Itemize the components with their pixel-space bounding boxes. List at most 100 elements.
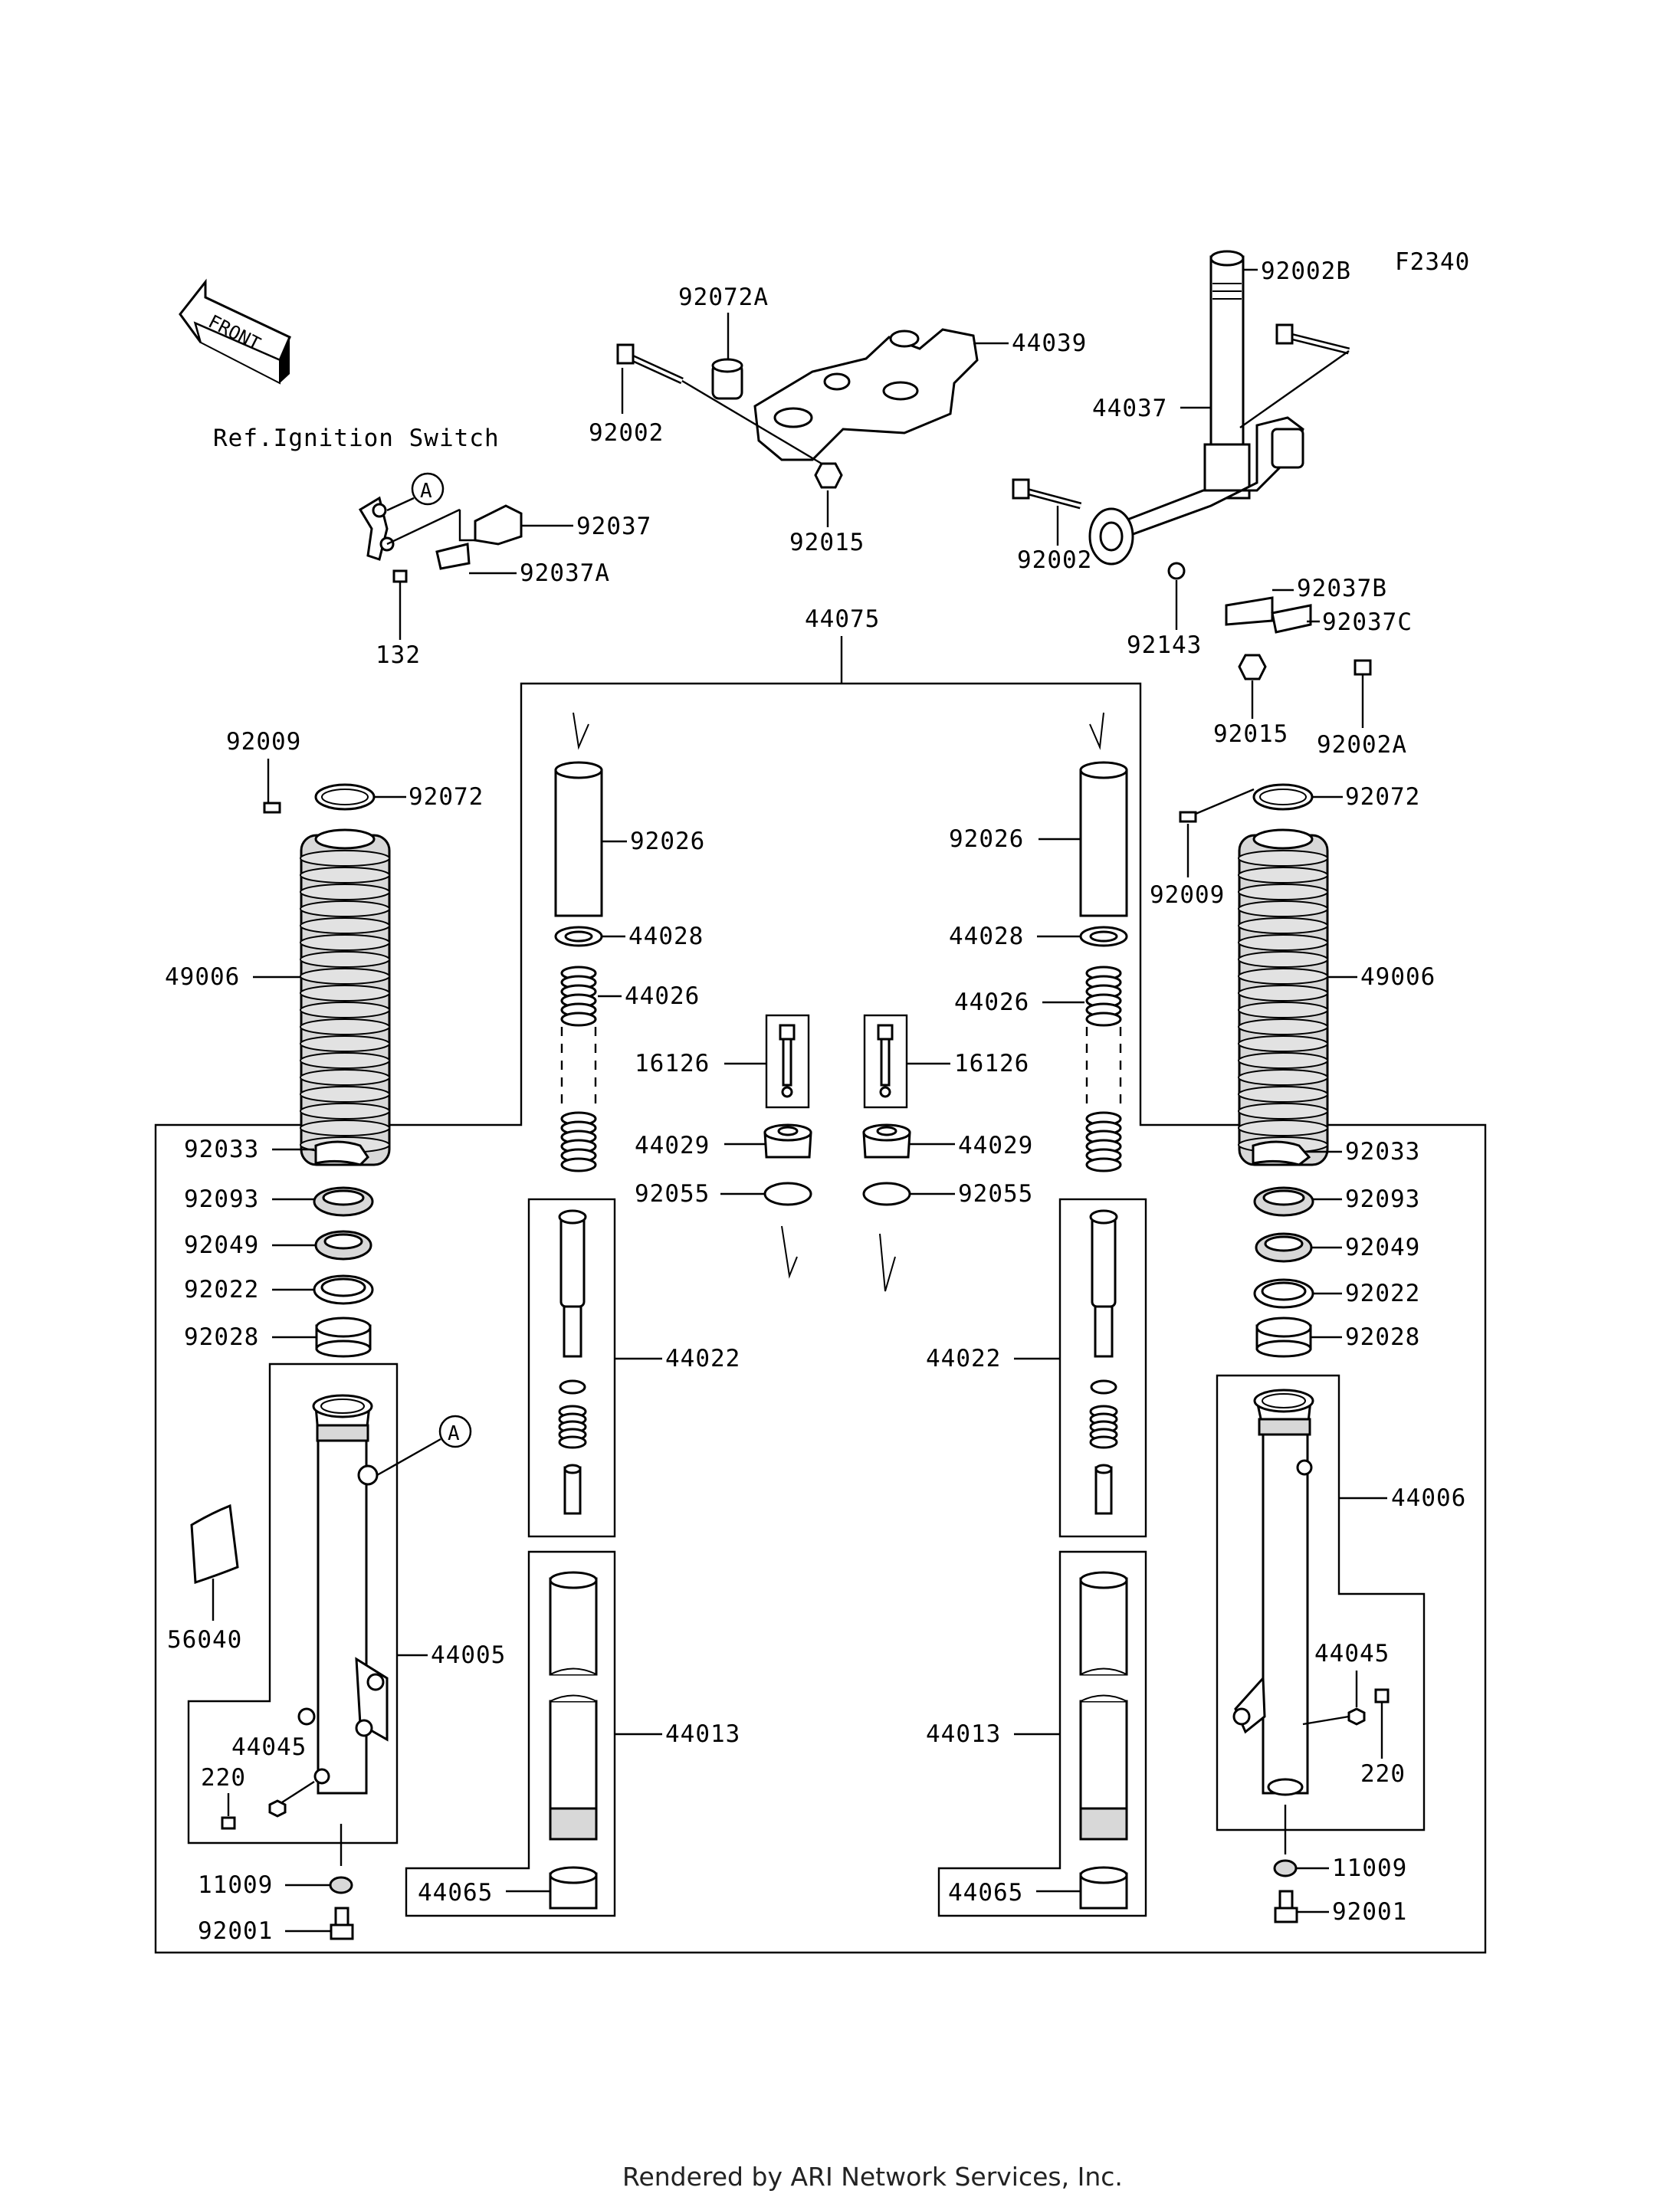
upper-bracket — [711, 328, 979, 461]
label-92009-right: 92009 — [1150, 881, 1225, 909]
cylinder-44022-left — [558, 1209, 587, 1515]
seal-92049-right — [1255, 1232, 1313, 1263]
label-132: 132 — [376, 641, 421, 669]
a-ref-bottom-icon: A — [438, 1415, 472, 1448]
label-92001-right: 92001 — [1332, 1898, 1407, 1926]
label-44065-right: 44065 — [948, 1879, 1023, 1907]
label-44006: 44006 — [1391, 1484, 1466, 1512]
label-92072-left: 92072 — [409, 783, 484, 811]
box-44022-right — [1058, 1198, 1147, 1538]
label-92055-left: 92055 — [635, 1180, 710, 1208]
boot-49006-left — [300, 828, 391, 1166]
box-44006 — [1216, 1374, 1426, 1831]
seal-92093-left — [313, 1186, 374, 1217]
clamp-92037B — [1225, 596, 1274, 626]
washer-92022-right — [1253, 1278, 1314, 1309]
spring-small-right — [1089, 1405, 1118, 1449]
label-44028-left: 44028 — [628, 923, 704, 950]
spring-small-left — [558, 1405, 587, 1449]
pipe-92026-left — [554, 761, 603, 917]
pipe-92026-right — [1079, 761, 1128, 917]
label-92002-right: 92002 — [1017, 546, 1092, 574]
label-44045-left: 44045 — [231, 1733, 307, 1761]
box-44005 — [187, 1362, 399, 1844]
washer-11009-right — [1273, 1859, 1298, 1877]
label-92093-right: 92093 — [1345, 1185, 1420, 1213]
label-11009-right: 11009 — [1332, 1854, 1407, 1882]
box-44022-left — [527, 1198, 616, 1538]
label-44026-left: 44026 — [625, 982, 700, 1010]
label-11009-left: 11009 — [198, 1871, 273, 1899]
label-92037A: 92037A — [520, 559, 610, 587]
valve-16126-right — [863, 1014, 908, 1109]
clamp-92037C — [1271, 604, 1312, 634]
label-56040: 56040 — [167, 1626, 242, 1654]
label-44029-left: 44029 — [635, 1132, 710, 1159]
label-44037: 44037 — [1092, 395, 1167, 422]
label-44029-right: 44029 — [958, 1132, 1033, 1159]
label-44026-right: 44026 — [954, 989, 1029, 1016]
bolt-220-right — [1374, 1688, 1390, 1703]
label-92037C: 92037C — [1322, 608, 1413, 636]
label-92015-top: 92015 — [789, 529, 865, 556]
bushing-92028-left — [315, 1317, 372, 1358]
bolt-92002-top — [616, 343, 684, 385]
label-92072-right: 92072 — [1345, 783, 1420, 811]
oring-92055-right — [862, 1182, 911, 1206]
label-92009-left: 92009 — [226, 728, 301, 756]
cap-44029-right — [862, 1123, 911, 1159]
bolt-92002-right — [1012, 478, 1082, 510]
outer-tube-44005 — [297, 1394, 389, 1795]
washer-44028-left — [554, 926, 603, 947]
bolt-92002A — [1354, 659, 1372, 676]
label-44028-right: 44028 — [949, 923, 1024, 950]
valve-16126-left — [765, 1014, 810, 1109]
cylinder-44022-right — [1089, 1209, 1118, 1515]
label-44039: 44039 — [1012, 330, 1087, 357]
bolt-92001-right — [1274, 1890, 1298, 1923]
ref-note: Ref.Ignition Switch — [213, 425, 500, 452]
label-44013-right: 44013 — [926, 1720, 1001, 1748]
footer-text: Rendered by ARI Network Services, Inc. — [622, 2162, 1123, 2192]
label-92049-right: 92049 — [1345, 1234, 1420, 1261]
bolt-92002B — [1275, 323, 1350, 355]
figure-code: F2340 — [1395, 248, 1470, 276]
box-44013-left — [405, 1550, 616, 1917]
label-92093-left: 92093 — [184, 1185, 259, 1213]
label-92055-right: 92055 — [958, 1180, 1033, 1208]
bolt-92001-left — [330, 1907, 354, 1940]
label-plate-56040 — [190, 1503, 239, 1585]
cap-44029-left — [763, 1123, 812, 1159]
washer-92143 — [1167, 562, 1186, 580]
label-92033-left: 92033 — [184, 1136, 259, 1163]
screw-92009-right — [1179, 811, 1197, 823]
outer-tube-44006 — [1232, 1389, 1314, 1796]
label-92026-left: 92026 — [630, 828, 705, 855]
tube-44013-left — [549, 1571, 598, 1841]
a-ref-top-icon: A — [411, 472, 445, 506]
seal-92093-right — [1253, 1186, 1314, 1217]
collar-44065-right — [1079, 1866, 1128, 1910]
oring-92055-left — [763, 1182, 812, 1206]
label-44022-right: 44022 — [926, 1345, 1001, 1372]
label-92002B: 92002B — [1261, 257, 1351, 285]
label-92002-top: 92002 — [589, 419, 664, 447]
a-ref-top-letter: A — [420, 480, 433, 503]
label-49006-right: 49006 — [1360, 963, 1436, 991]
washer-11009-left — [329, 1876, 353, 1894]
boot-49006-right — [1238, 828, 1329, 1166]
label-44065-left: 44065 — [418, 1879, 493, 1907]
assembly-outline — [154, 682, 1487, 1954]
label-92049-left: 92049 — [184, 1231, 259, 1259]
label-44075: 44075 — [805, 605, 880, 633]
label-92015-right: 92015 — [1213, 720, 1288, 748]
label-220-right: 220 — [1360, 1760, 1406, 1788]
front-arrow-icon: FRONT — [179, 278, 291, 385]
label-49006-left: 49006 — [165, 963, 240, 991]
bolt-220-left — [221, 1816, 236, 1830]
label-92002A: 92002A — [1317, 731, 1407, 759]
label-92026-right: 92026 — [949, 825, 1024, 853]
label-92143: 92143 — [1127, 631, 1202, 659]
label-92037: 92037 — [576, 513, 651, 540]
